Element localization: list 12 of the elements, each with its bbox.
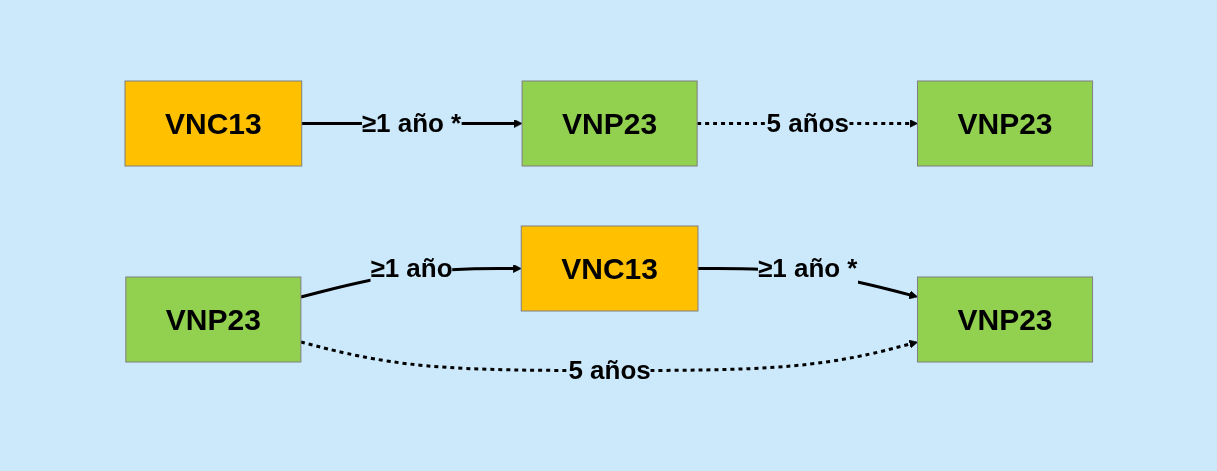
node-box: VNC13 <box>124 80 302 167</box>
edge-label: 5 años <box>568 355 651 385</box>
edge-label: ≥1 año <box>370 253 453 283</box>
arrow <box>300 339 918 372</box>
edge-label: ≥1 año * <box>361 108 461 138</box>
node-box: VNP23 <box>916 276 1093 363</box>
edge-label: 5 años <box>766 108 849 138</box>
node-box: VNP23 <box>916 80 1093 167</box>
node-box: VNC13 <box>520 225 699 312</box>
node-box: VNP23 <box>521 80 698 167</box>
node-box: VNP23 <box>125 276 302 363</box>
edge-label: ≥1 año * <box>757 253 858 283</box>
